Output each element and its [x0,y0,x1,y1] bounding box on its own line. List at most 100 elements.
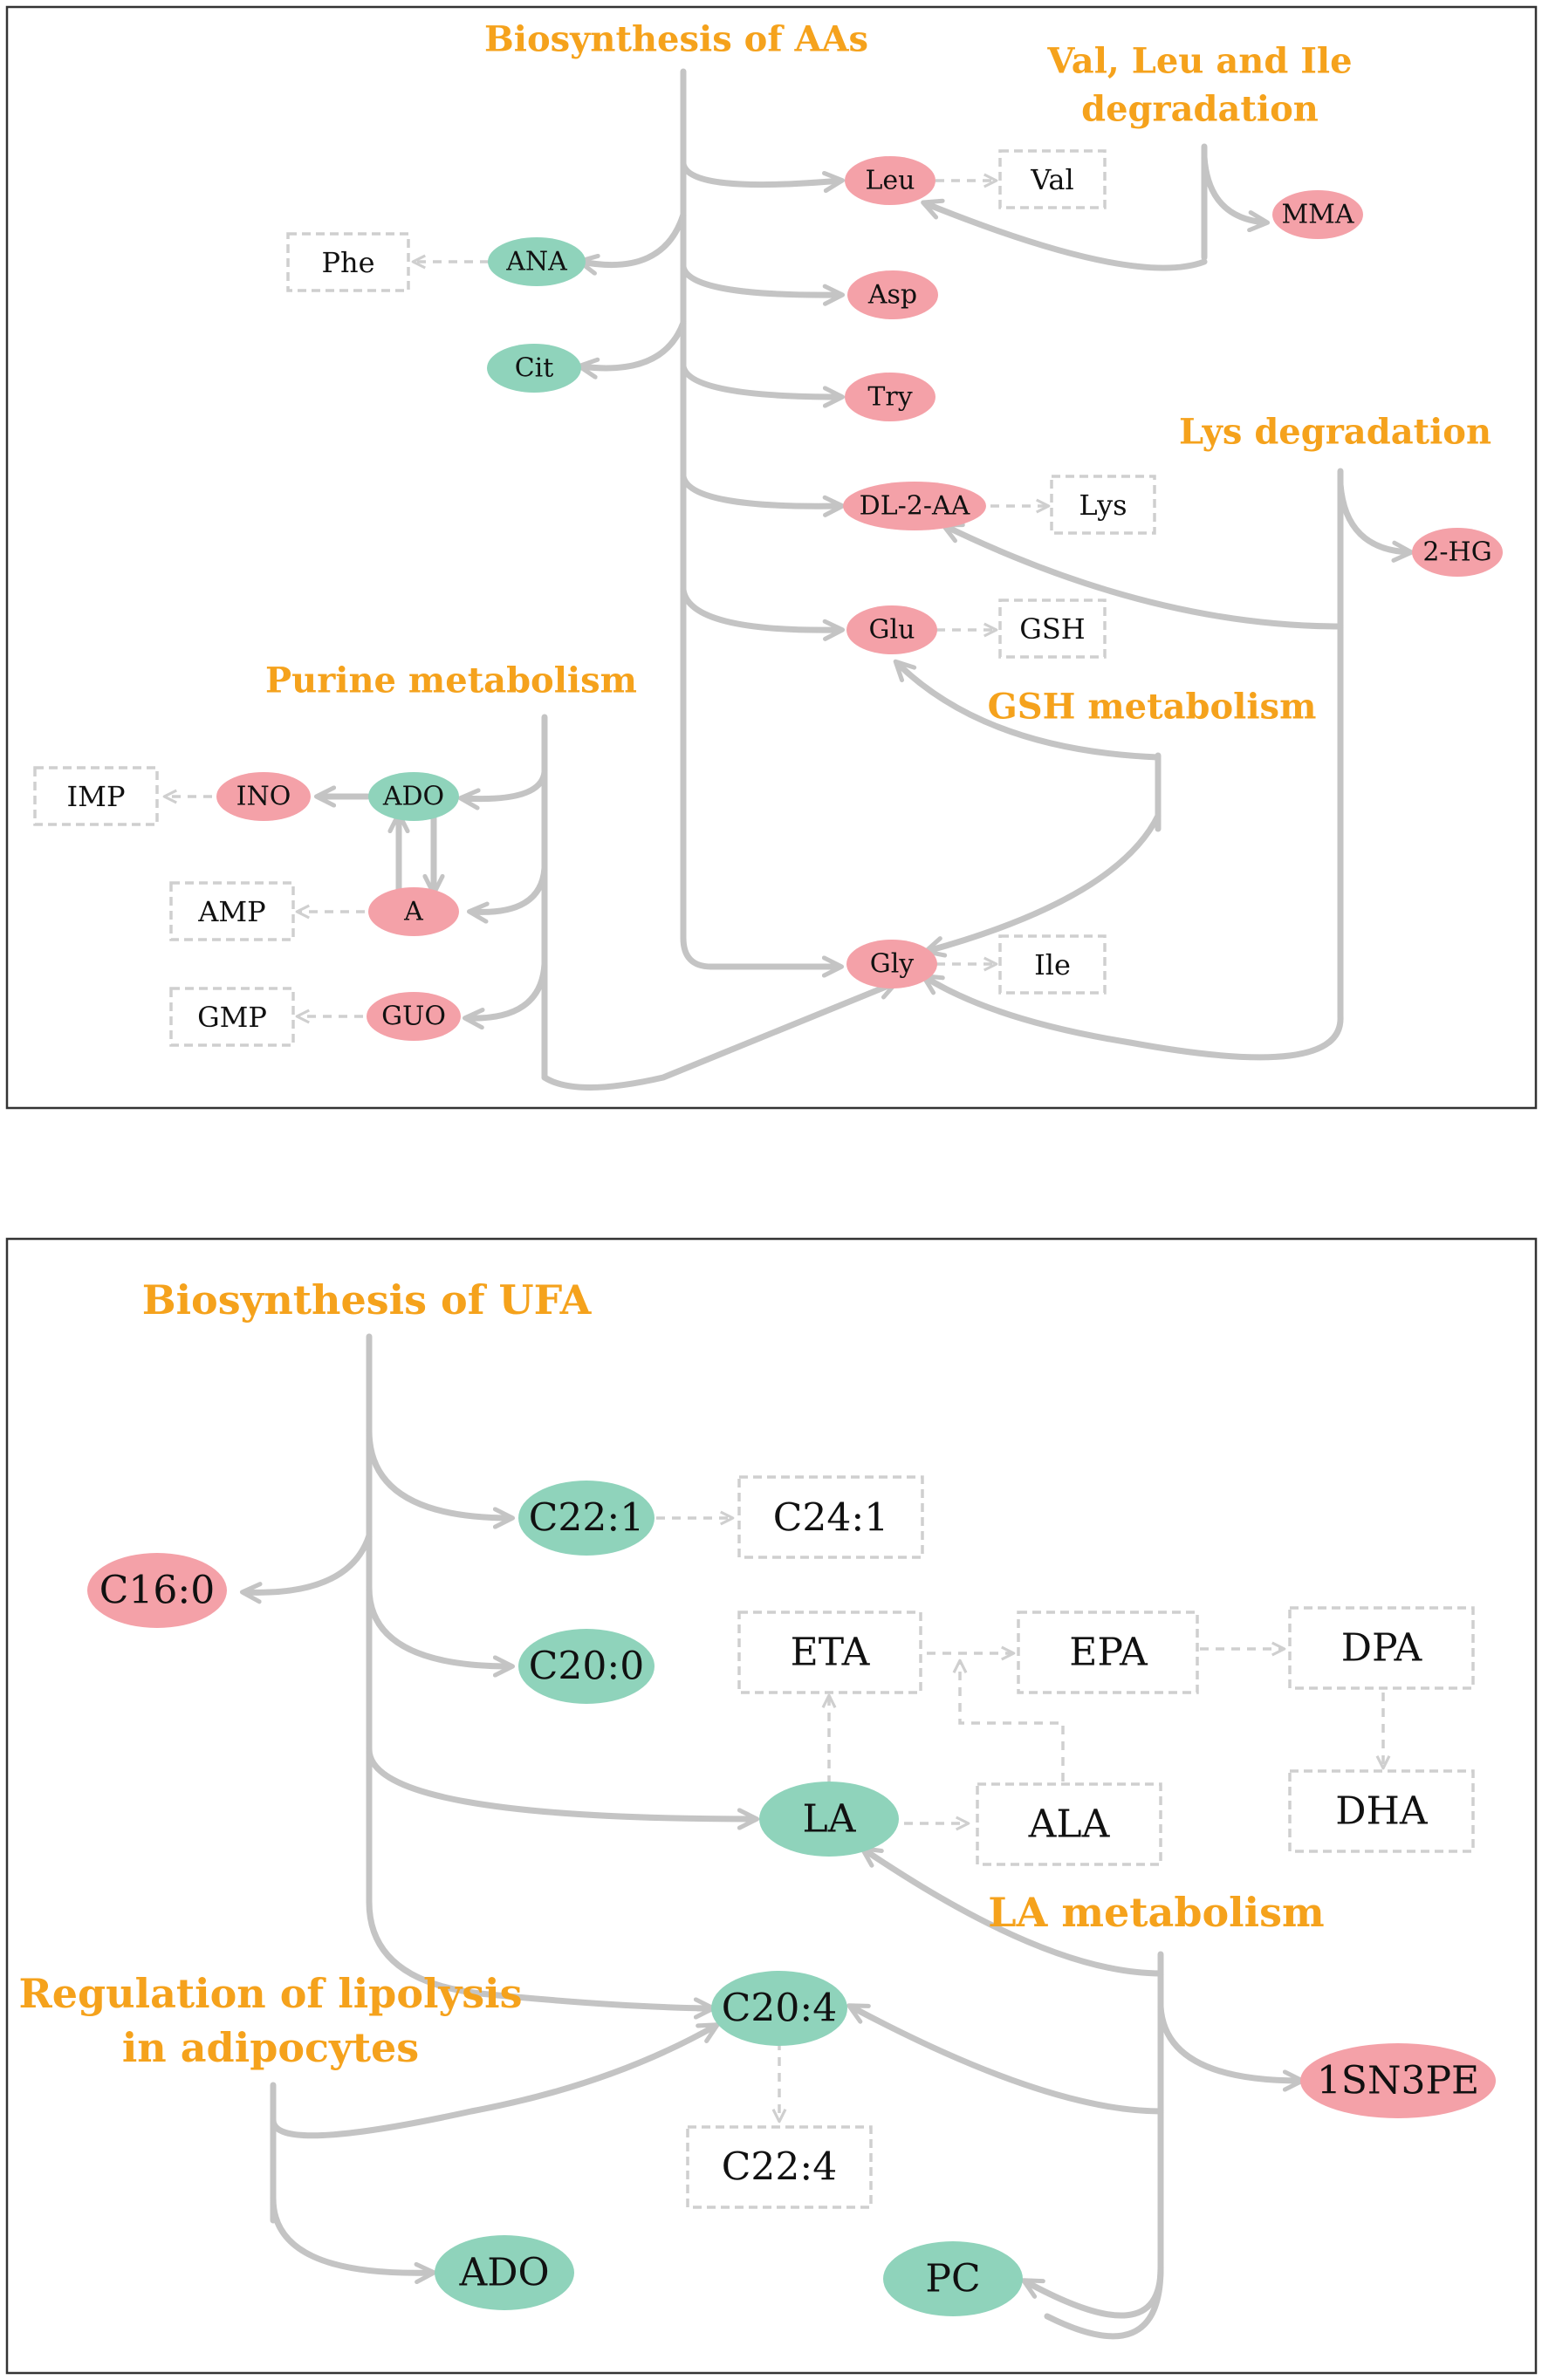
metabolite-ile: Ile [998,934,1107,995]
metabolite-gsh: GSH [998,598,1107,659]
metabolite-pc: PC [883,2241,1023,2316]
metabolite-c22-1: C22:1 [518,1481,654,1556]
connector-la-to-la [860,1846,1164,1977]
metabolite-try: Try [845,373,935,421]
metabolite-ado-b-label: ADO [458,2251,549,2295]
metabolite-ala-label: ALA [1028,1802,1111,1847]
metabolite-ile-label: Ile [1034,948,1071,981]
metabolite-pc-shape [883,2241,1023,2316]
metabolite-la-label: LA [803,1797,857,1842]
metabolite-cit-label: Cit [515,353,554,384]
metabolite-la: LA [759,1782,899,1857]
metabolite-ino-label: INO [236,782,291,812]
metabolite-c24-1-label: C24:1 [773,1496,888,1541]
metabolite-ala: ALA [976,1782,1162,1866]
metabolite-dpa-label: DPA [1341,1626,1423,1671]
metabolite-c24-1: C24:1 [737,1475,924,1559]
metabolite-guo-shape [367,992,461,1041]
metabolite-ado-b-shape [435,2235,574,2310]
metabolite-leu-shape [845,156,935,205]
metabolite-guo: GUO [367,992,461,1041]
metabolite-ado-b: ADO [435,2235,574,2310]
metabolite-c22-1-shape [518,1481,654,1556]
metabolite-c16-0-label: C16:0 [99,1569,215,1613]
connector-to-mma [1201,154,1271,233]
pathway-label-lys-degradation: Lys degradation [1179,412,1491,453]
metabolite-2hg: 2-HG [1412,528,1503,577]
connector-to-a [466,865,548,924]
panel-fatty-acid-pathways: Biosynthesis of UFA Regulation of lipoly… [5,1237,1538,2375]
metabolite-2hg-label: 2-HG [1422,537,1491,568]
connector-aa-trunk [680,68,715,970]
metabolite-mma-label: MMA [1281,200,1354,230]
metabolite-lys: Lys [1050,475,1156,535]
connector-ufa-trunk [366,1333,710,2012]
metabolite-phe-label: Phe [321,246,374,279]
metabolite-mma: MMA [1272,190,1363,239]
metabolite-eta: ETA [737,1611,922,1694]
metabolite-ado-a: ADO [368,772,459,821]
metabolite-1sn3pe: 1SN3PE [1300,2043,1496,2118]
metabolite-imp-label: IMP [67,780,126,813]
metabolite-phe: Phe [286,232,410,292]
connector-gsh-to-glu [893,659,1162,761]
metabolite-val-label: Val [1030,163,1073,196]
panel-amino-acid-pathways: Biosynthesis of AAs Val, Leu and Ile deg… [5,5,1538,1110]
connector-to-leu [680,161,846,194]
metabolite-dl2aa-shape [843,482,986,530]
pathway-label-la-metabolism: LA metabolism [988,1889,1324,1936]
metabolite-c22-1-label: C22:1 [529,1496,644,1541]
pathway-label-ufa-biosynthesis: Biosynthesis of UFA [142,1276,593,1323]
connector-to-la [366,1746,760,1830]
metabolite-eta-label: ETA [791,1631,871,1675]
metabolite-dha: DHA [1288,1769,1475,1853]
metabolite-try-shape [845,373,935,421]
panel-a-frame [5,5,1538,1110]
metabolite-c20-0-shape [518,1629,654,1704]
metabolite-guo-label: GUO [381,1002,446,1032]
metabolite-glu-shape [846,605,937,654]
metabolite-gly-shape [846,940,937,988]
connector-bcaa-to-leu [921,198,1208,271]
metabolite-ana-shape [488,237,586,286]
metabolite-gly: Gly [846,940,937,988]
metabolite-c16-0-shape [87,1553,227,1628]
metabolite-amp: AMP [169,881,295,941]
metabolite-pc-label: PC [925,2257,980,2301]
metabolite-epa-label: EPA [1069,1631,1148,1675]
metabolite-ado-a-label: ADO [382,782,444,812]
metabolite-2hg-shape [1412,528,1503,577]
connector-lys-to-gly [921,974,1344,1061]
metabolite-ino: INO [216,772,311,821]
metabolite-a-shape [368,887,459,936]
metabolite-ana-label: ANA [505,247,567,277]
dashed-ala-to-epa-path [952,1658,1065,1782]
metabolite-gmp: GMP [169,987,295,1047]
metabolite-ado-a-shape [368,772,459,821]
metabolite-c20-0: C20:0 [518,1629,654,1704]
metabolite-cit: Cit [487,344,581,393]
pathway-label-lipolysis-line2: in adipocytes [122,2024,419,2071]
metabolite-glu: Glu [846,605,937,654]
metabolite-c20-0-label: C20:0 [529,1645,644,1689]
metabolite-a-label: A [403,897,423,927]
connector-to-cit [576,319,687,380]
metabolite-imp: IMP [33,766,159,826]
metabolite-leu-label: Leu [866,166,915,196]
connector-to-c20-0 [366,1584,516,1678]
metabolite-1sn3pe-label: 1SN3PE [1317,2059,1479,2103]
metabolite-gmp-label: GMP [197,1001,267,1034]
connector-to-try [680,363,846,408]
metabolite-leu: Leu [845,156,935,205]
metabolite-dha-label: DHA [1335,1789,1429,1834]
metabolite-1sn3pe-shape [1300,2043,1496,2118]
metabolite-gsh-label: GSH [1019,612,1085,646]
metabolite-asp: Asp [847,270,938,319]
metabolite-c22-4: C22:4 [686,2125,873,2209]
metabolite-dl2aa-label: DL-2-AA [860,491,970,522]
connector-to-c22-1 [366,1427,516,1529]
metabolite-la-shape [759,1782,899,1857]
metabolite-c20-4: C20:4 [711,1971,847,2046]
pathway-label-purine-metabolism: Purine metabolism [265,660,637,701]
